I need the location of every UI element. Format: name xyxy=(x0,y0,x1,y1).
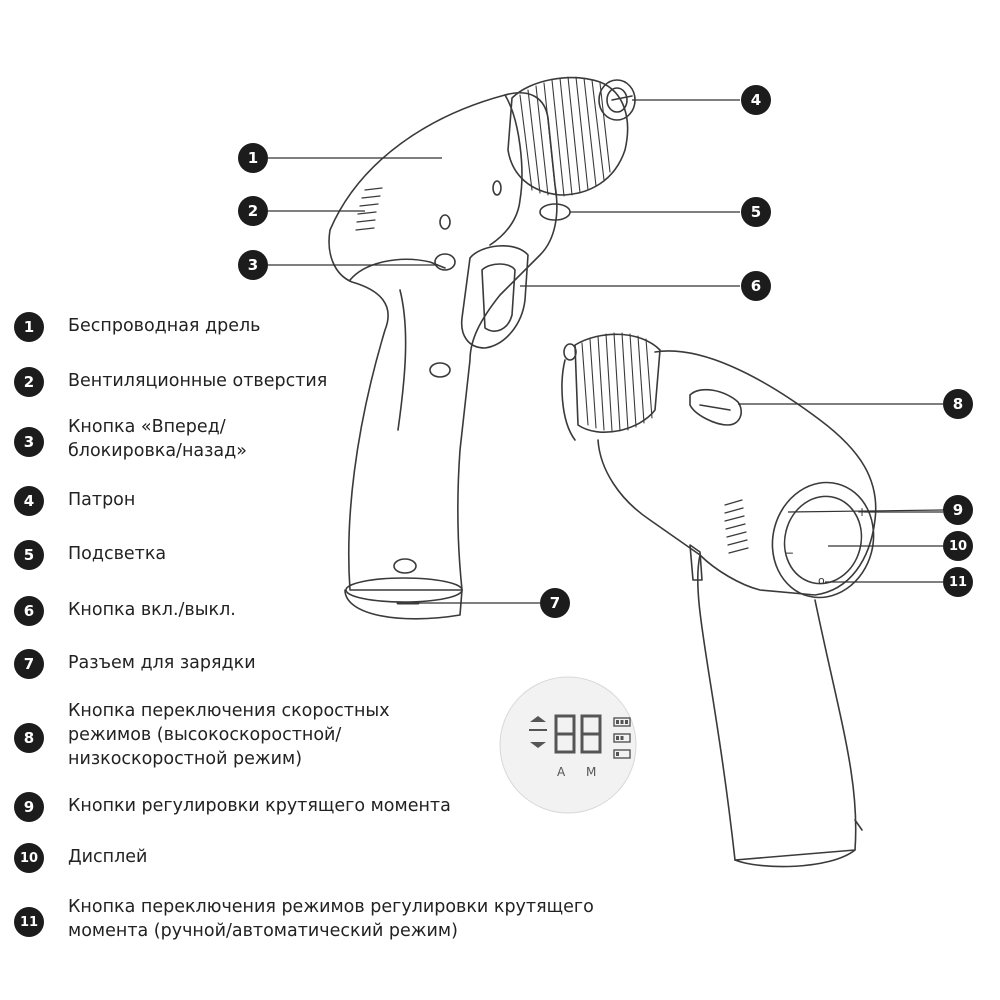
legend-item-3: 3 Кнопка «Вперед/ блокировка/назад» xyxy=(14,415,247,463)
drill-body-front xyxy=(329,93,557,590)
callout-2: 2 xyxy=(238,196,268,226)
legend-label: Кнопки регулировки крутящего момента xyxy=(68,794,451,818)
legend-item-2: 2 Вентиляционные отверстия xyxy=(14,367,327,397)
legend-item-11: 11 Кнопка переключения режимов регулиров… xyxy=(14,895,594,943)
legend-number: 3 xyxy=(14,427,44,457)
legend-number: 6 xyxy=(14,596,44,626)
legend-number: 10 xyxy=(14,843,44,873)
legend-label: Кнопка вкл./выкл. xyxy=(68,598,236,622)
legend-item-1: 1 Беспроводная дрель xyxy=(14,312,261,342)
legend-label: Кнопка переключения скоростных режимов (… xyxy=(68,699,390,771)
legend-number: 5 xyxy=(14,540,44,570)
legend-number: 1 xyxy=(14,312,44,342)
legend-item-8: 8 Кнопка переключения скоростных режимов… xyxy=(14,699,390,771)
torque-minus-button[interactable]: − xyxy=(784,546,794,560)
display-label-m: M xyxy=(586,765,596,779)
legend-label: Дисплей xyxy=(68,845,147,869)
chuck-tip xyxy=(599,80,635,120)
led-light xyxy=(540,204,570,220)
torque-plus-button[interactable]: + xyxy=(857,505,867,519)
trigger xyxy=(462,246,528,348)
legend-label: Патрон xyxy=(68,488,135,512)
callout-8: 8 xyxy=(943,389,973,419)
torque-mode-button[interactable]: o xyxy=(818,574,825,587)
callout-11: 11 xyxy=(943,567,973,597)
legend-label: Подсветка xyxy=(68,542,166,566)
chuck-collar xyxy=(508,78,628,195)
legend-label: Кнопка переключения режимов регулировки … xyxy=(68,895,594,943)
callout-5: 5 xyxy=(741,197,771,227)
rear-cap-ring xyxy=(760,471,887,609)
legend-label: Вентиляционные отверстия xyxy=(68,369,327,393)
drill-handle-rear xyxy=(698,555,856,860)
drill-body-rear xyxy=(598,351,876,595)
callout-1: 1 xyxy=(238,143,268,173)
legend-item-7: 7 Разъем для зарядки xyxy=(14,649,256,679)
legend-label: Разъем для зарядки xyxy=(68,651,256,675)
legend-label: Кнопка «Вперед/ блокировка/назад» xyxy=(68,415,247,463)
callout-6: 6 xyxy=(741,271,771,301)
legend-label: Беспроводная дрель xyxy=(68,314,261,338)
legend-number: 8 xyxy=(14,723,44,753)
legend-item-9: 9 Кнопки регулировки крутящего момента xyxy=(14,792,451,822)
legend-number: 4 xyxy=(14,486,44,516)
callout-9: 9 xyxy=(943,495,973,525)
legend-item-5: 5 Подсветка xyxy=(14,540,166,570)
display-panel xyxy=(500,677,636,813)
callout-10: 10 xyxy=(943,531,973,561)
callout-4: 4 xyxy=(741,85,771,115)
legend-item-6: 6 Кнопка вкл./выкл. xyxy=(14,596,236,626)
legend-number: 2 xyxy=(14,367,44,397)
display-label-a: A xyxy=(557,765,565,779)
callout-7: 7 xyxy=(540,588,570,618)
legend-number: 9 xyxy=(14,792,44,822)
legend-item-4: 4 Патрон xyxy=(14,486,135,516)
legend-number: 7 xyxy=(14,649,44,679)
legend-item-10: 10 Дисплей xyxy=(14,843,147,873)
callout-3: 3 xyxy=(238,250,268,280)
legend-number: 11 xyxy=(14,907,44,937)
